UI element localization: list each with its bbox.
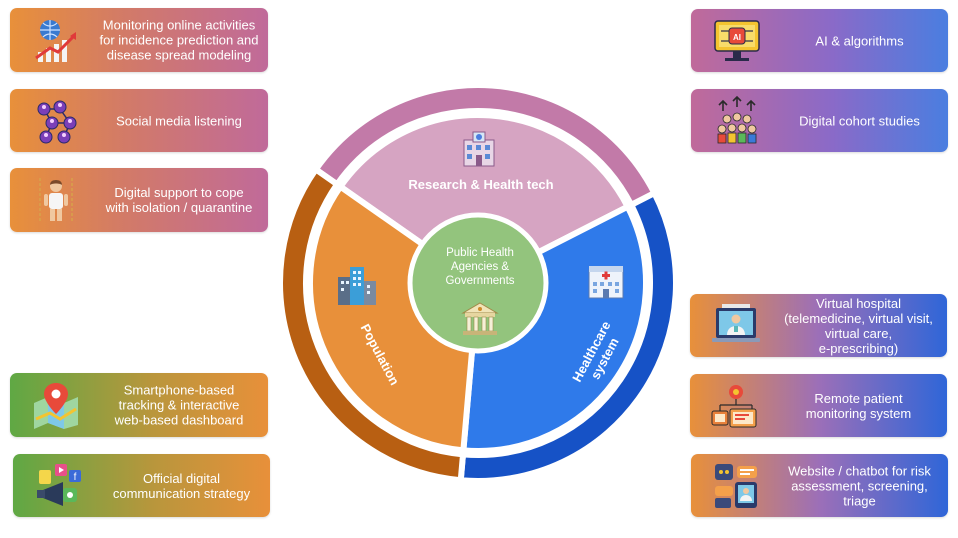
center-circle (407, 212, 549, 354)
ai-monitor-icon: AI (711, 15, 763, 67)
hospital-icon (588, 266, 624, 299)
research-label: Research & Health tech (408, 177, 554, 192)
card-online-monitoring: Monitoring online activities for inciden… (10, 8, 268, 72)
card-text: Smartphone-based tracking & interactive … (114, 382, 244, 428)
card-text: Social media listening (116, 113, 242, 128)
growth-chart-icon (30, 14, 82, 66)
government-building-icon (461, 302, 499, 335)
research-building-icon (463, 131, 495, 167)
city-buildings-icon (338, 267, 376, 305)
card-chatbot: Website / chatbot for risk assessment, s… (691, 454, 948, 517)
map-pin-icon (30, 379, 82, 431)
card-text: Website / chatbot for risk assessment, s… (788, 463, 931, 508)
card-text: Virtual hospital (telemedicine, virtual … (784, 295, 933, 356)
card-virtual-hospital: Virtual hospital (telemedicine, virtual … (690, 294, 947, 357)
card-text: Monitoring online activities for inciden… (99, 17, 259, 63)
telemedicine-icon (710, 300, 762, 352)
megaphone-icon: f (33, 460, 85, 512)
person-isolation-icon (30, 174, 82, 226)
card-text: Remote patient monitoring system (805, 390, 912, 421)
card-remote-monitoring: Remote patient monitoring system (690, 374, 947, 437)
remote-monitoring-icon (710, 380, 762, 432)
social-network-icon (30, 95, 82, 147)
card-text: Digital cohort studies (799, 113, 920, 128)
chatbot-icon (711, 460, 763, 512)
svg-text:AI: AI (733, 33, 741, 42)
card-digital-cohort: Digital cohort studies (691, 89, 948, 152)
card-digital-communication: f Official digital communication strateg… (13, 454, 270, 517)
card-ai-algorithms: AI AI & algorithms (691, 9, 948, 72)
card-text: Official digital communication strategy (112, 470, 251, 501)
crowd-icon (711, 95, 763, 147)
svg-text:f: f (74, 472, 77, 483)
card-text: AI & algorithms (815, 33, 904, 48)
card-social-media: Social media listening (10, 89, 268, 152)
card-smartphone-tracking: Smartphone-based tracking & interactive … (10, 373, 268, 437)
center-label: Public Health Agencies & Governments (445, 247, 515, 287)
card-isolation-support: Digital support to cope with isolation /… (10, 168, 268, 232)
population-outer-arc (277, 165, 467, 484)
card-text: Digital support to cope with isolation /… (105, 185, 253, 215)
